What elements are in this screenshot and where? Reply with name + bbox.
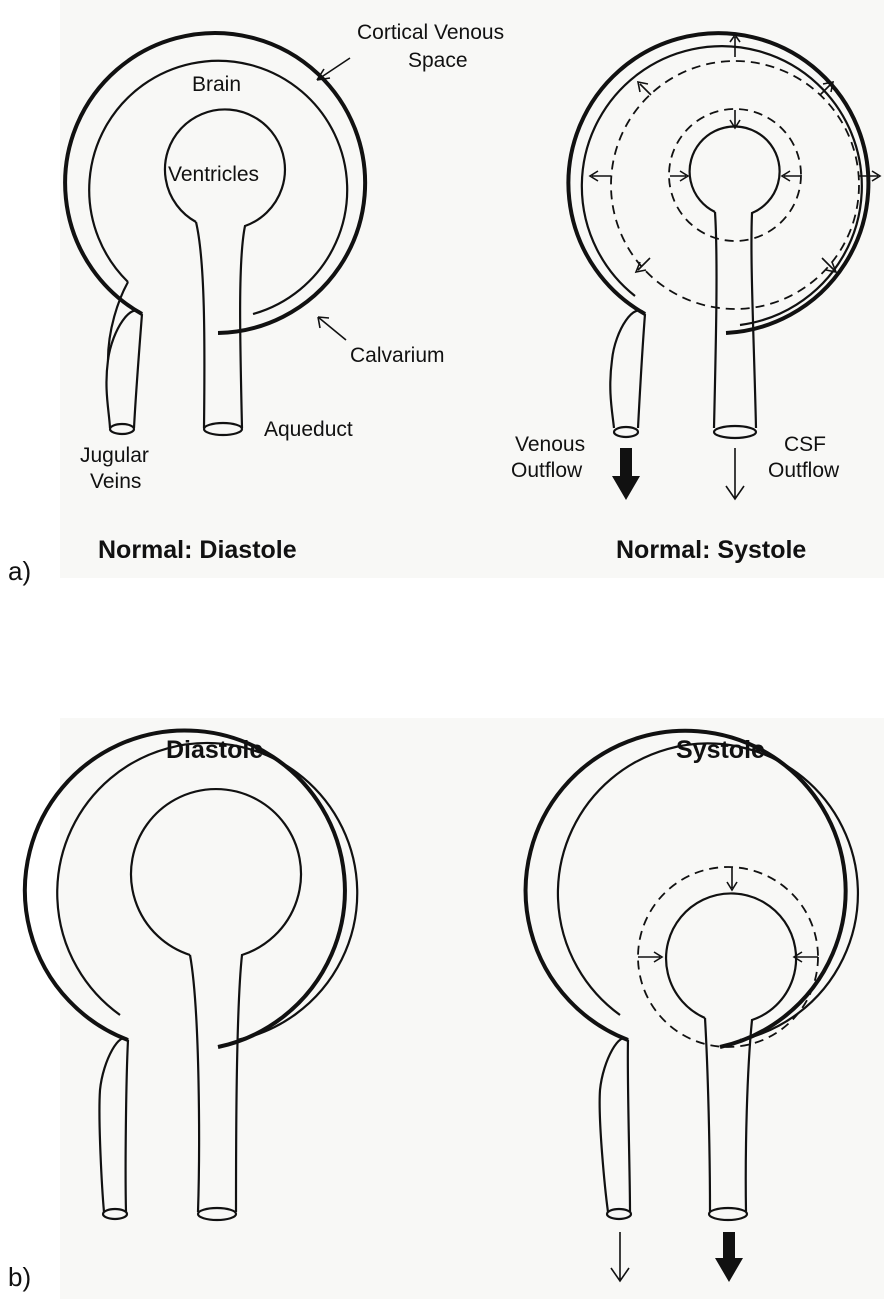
label-venous-outflow-line1: Venous [515,433,585,456]
title-normal-systole: Normal: Systole [616,536,806,564]
ventricle-outline [666,893,796,1212]
ventricle-outline [165,109,285,428]
aqueduct-opening [714,426,756,438]
jugular-vein [600,1038,628,1212]
jugular-vein-opening [103,1209,127,1219]
label-jugular-line1: Jugular [80,444,149,467]
aqueduct [196,222,204,428]
aqueduct [705,1018,710,1212]
label-cortical-venous-space-line2: Space [408,49,468,72]
title-diastole: Diastole [166,736,263,764]
ventricle-outline [690,126,780,428]
systole-diagram [526,731,858,1282]
calvarium-outline [25,730,345,1047]
title-normal-diastole: Normal: Diastole [98,536,297,564]
aqueduct-opening [198,1208,236,1220]
jugular-vein-opening [110,424,134,434]
calvarium-arrow [318,317,346,340]
label-csf-outflow-line1: CSF [784,433,826,456]
systole-normal-diagram [568,33,880,500]
csf-outflow-arrow [726,448,744,499]
brain-outline [57,743,357,1040]
cortical-space-arrow [317,58,350,80]
venous-outflow-arrow [611,1232,629,1281]
jugular-vein-opening [614,427,638,437]
venous-outflow-arrow [612,448,640,500]
aqueduct-opening [204,423,242,435]
aqueduct [190,955,199,1212]
label-csf-outflow-line2: Outflow [768,459,840,482]
brain-outline [582,46,862,325]
diastole-diagram [25,730,357,1220]
calvarium-outline [568,33,868,333]
brain-dashed-expansion [611,61,859,309]
jugular-vein [99,1038,128,1212]
brain-outline [558,743,858,1040]
label-ventricles: Ventricles [168,163,259,186]
csf-outflow-arrow [715,1232,743,1282]
calvarium-outline [526,731,846,1047]
label-venous-outflow-line2: Outflow [511,459,583,482]
ventricle-outline [131,789,301,1212]
label-jugular-line2: Veins [90,470,141,493]
aqueduct-opening [709,1208,747,1220]
label-aqueduct: Aqueduct [264,418,353,441]
brain-outline [89,61,347,314]
label-brain: Brain [192,73,241,96]
label-cortical-venous-space-line1: Cortical Venous [357,21,504,44]
aqueduct [714,212,717,428]
jugular-vein-opening [607,1209,631,1219]
label-calvarium: Calvarium [350,344,445,367]
